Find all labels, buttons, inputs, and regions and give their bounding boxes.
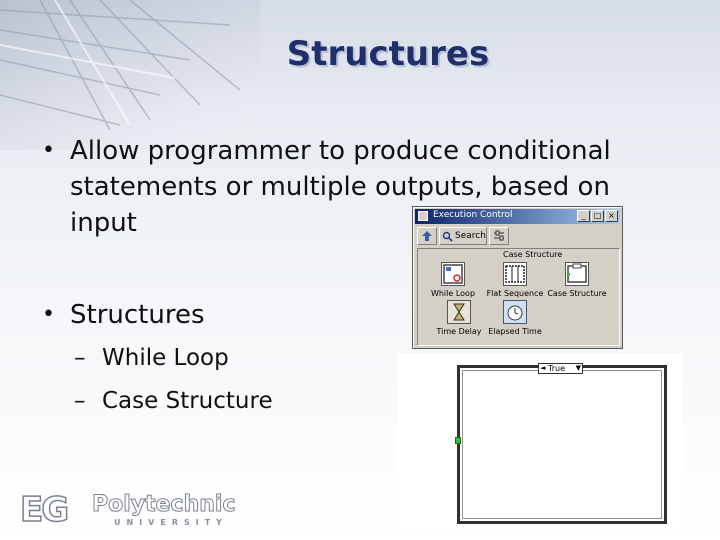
palette-item-elapsed-time[interactable]: Elapsed Time [485, 300, 545, 348]
up-arrow-button[interactable] [417, 227, 437, 245]
case-structure-icon [565, 262, 589, 286]
search-button[interactable]: Search [439, 227, 487, 245]
up-arrow-icon [422, 231, 432, 241]
time-delay-icon [447, 300, 471, 324]
bullet-text: Structures [70, 300, 205, 330]
sub-bullet-text: Case Structure [102, 388, 273, 414]
sub-bullet-list: – While Loop – Case Structure [42, 337, 682, 423]
sub-bullet-item: – While Loop [42, 337, 682, 380]
bullet-list: • Allow programmer to produce conditiona… [42, 133, 682, 423]
palette-item-time-delay[interactable]: Time Delay [429, 300, 489, 348]
palette-content [417, 248, 620, 346]
case-selector-value: True [548, 364, 565, 373]
close-button[interactable]: × [605, 210, 618, 222]
sub-bullet-text: While Loop [102, 345, 229, 371]
bullet-item: • Allow programmer to produce conditiona… [42, 133, 682, 241]
palette-toolbar: Search [417, 227, 620, 246]
logo-wordmark: Polytechnic [92, 492, 237, 518]
search-label: Search [455, 231, 486, 241]
palette-item-label: Case Structure [547, 289, 607, 298]
search-icon [442, 231, 453, 242]
bullet-glyph: • [42, 138, 55, 163]
palette-title: Execution Control [433, 210, 513, 220]
palette-titlebar[interactable]: Execution Control _ □ × [415, 209, 620, 224]
palette-item-flat-sequence[interactable]: Flat Sequence [485, 262, 545, 310]
bullet-item: • Structures [42, 297, 682, 333]
case-selector[interactable]: ◄ True ▼ [538, 363, 583, 374]
palette-item-label: Time Delay [436, 327, 482, 336]
selector-decrement-icon[interactable]: ◄ [540, 364, 546, 372]
palette-item-label: While Loop [430, 289, 476, 298]
palette-window-icon [418, 211, 428, 221]
bullet-glyph: • [42, 302, 55, 327]
while-loop-icon [441, 262, 465, 286]
palette-item-label: Flat Sequence [486, 289, 544, 298]
slide-title: Structures [286, 34, 490, 74]
logo-subtitle: UNIVERSITY [114, 518, 228, 527]
execution-control-palette: Execution Control _ □ × Search Ca [412, 206, 623, 349]
elapsed-time-icon [503, 300, 527, 324]
flat-sequence-icon [503, 262, 527, 286]
palette-hover-label: Case Structure [503, 250, 563, 259]
options-button[interactable] [489, 227, 509, 245]
palette-item-label: Elapsed Time [488, 327, 542, 336]
bullet-text: Allow programmer to produce conditional … [70, 136, 611, 238]
sub-bullet-glyph: – [74, 345, 86, 371]
options-icon [494, 230, 504, 241]
case-structure-frame[interactable] [457, 365, 667, 524]
maximize-button[interactable]: □ [591, 210, 604, 222]
polytechnic-logo: EG Polytechnic UNIVERSITY [19, 488, 236, 531]
case-selector-terminal[interactable] [455, 437, 461, 444]
sub-bullet-item: – Case Structure [42, 380, 682, 423]
logo-letters: EG [19, 489, 70, 531]
palette-item-case-structure[interactable]: Case Structure [547, 262, 607, 310]
palette-item-while-loop[interactable]: While Loop [423, 262, 483, 310]
minimize-button[interactable]: _ [577, 210, 590, 222]
case-structure-inner-frame [462, 370, 662, 519]
sub-bullet-glyph: – [74, 388, 86, 414]
selector-dropdown-icon[interactable]: ▼ [575, 364, 581, 372]
